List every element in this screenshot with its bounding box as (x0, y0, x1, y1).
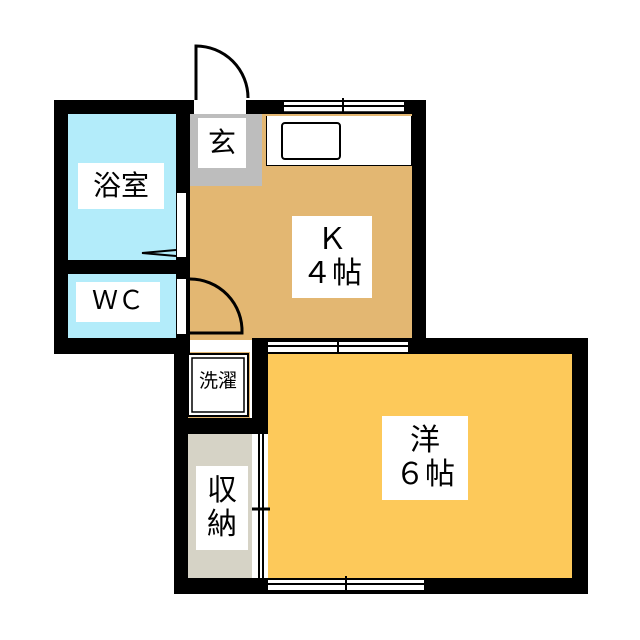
wall-western-right (572, 338, 588, 594)
wc-label: ＷＣ (76, 282, 160, 322)
bath-label: 浴室 (78, 163, 164, 209)
laundry-label-text: 洗濯 (198, 370, 237, 393)
wall-top-left (54, 100, 194, 114)
bath-door-arrow-icon (141, 249, 177, 257)
entrance-label: 玄 (198, 118, 246, 168)
wall-left-outer (54, 100, 68, 354)
wall-wc-bottom (54, 338, 190, 354)
kitchen-label: Ｋ ４帖 (292, 216, 372, 298)
wc-door-swing-icon (189, 277, 244, 335)
western-label: 洋 ６帖 (382, 416, 468, 500)
entrance-door-swing-icon (194, 44, 250, 100)
storage-label-line1: 収 (207, 472, 237, 508)
entrance-label-text: 玄 (207, 125, 236, 159)
bath-door-opening (177, 193, 186, 257)
wall-laundry-left (174, 338, 188, 594)
wc-label-text: ＷＣ (91, 286, 144, 317)
bath-label-text: 浴室 (92, 168, 149, 202)
sink (281, 122, 341, 160)
wall-bath-wc-divider (54, 260, 190, 274)
kitchen-label-line1: Ｋ (317, 221, 347, 257)
entrance-door-opening (194, 102, 246, 111)
western-label-line2: ６帖 (395, 457, 455, 492)
wc-door-opening (177, 279, 186, 334)
kitchen-label-line2: ４帖 (302, 256, 362, 291)
wall-laundry-storage (174, 418, 268, 434)
laundry-label: 洗濯 (194, 364, 242, 400)
storage-label-line2: 納 (207, 507, 237, 542)
western-label-line1: 洋 (410, 422, 440, 458)
wall-kitchen-right (412, 100, 426, 354)
storage-label: 収 納 (196, 466, 248, 550)
wall-western-left (252, 338, 268, 434)
